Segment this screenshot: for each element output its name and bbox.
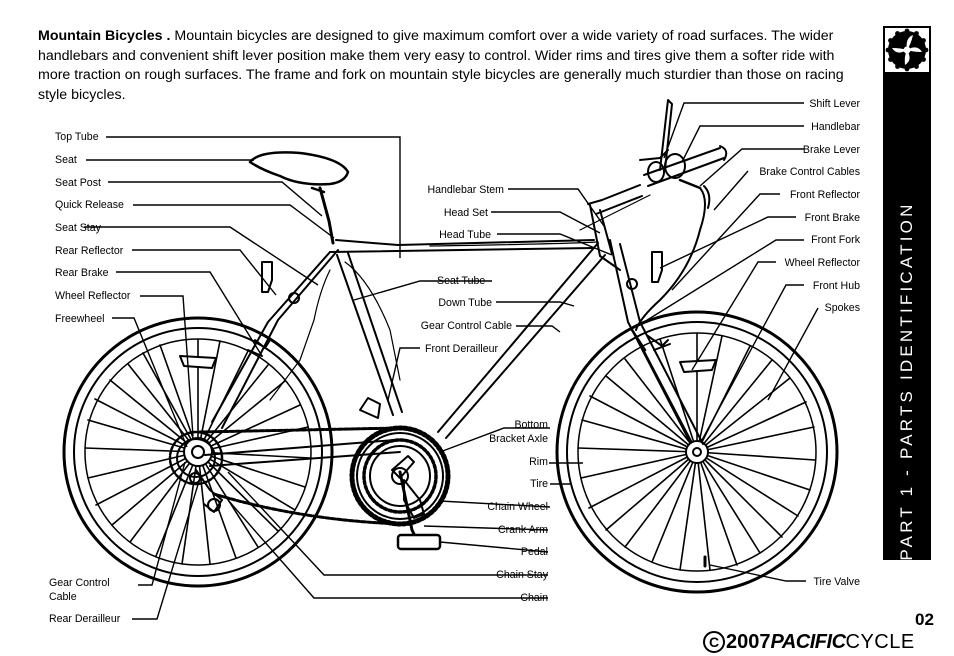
- label-rear-reflector: Rear Reflector: [55, 245, 124, 257]
- label-down-tube: Down Tube: [438, 297, 492, 309]
- chain: [198, 426, 402, 526]
- label-front-derailleur: Front Derailleur: [425, 343, 499, 355]
- brand-logo-bold: PACIFIC: [770, 631, 847, 653]
- section-title: PART 1 - PARTS IDENTIFICATION: [897, 201, 916, 561]
- label-top-tube: Top Tube: [55, 131, 99, 143]
- label-front-brake: Front Brake: [804, 212, 860, 224]
- label-front-reflector: Front Reflector: [789, 189, 860, 201]
- label-chain: Chain: [520, 592, 548, 604]
- label-seat-stay: Seat Stay: [55, 222, 101, 234]
- section-sidebar: PART 1 - PARTS IDENTIFICATION: [883, 26, 931, 561]
- frame: [204, 184, 704, 467]
- label-chain-wheel: Chain Wheel: [487, 501, 548, 513]
- label-wheel-reflector-rear: Wheel Reflector: [55, 290, 131, 302]
- label-seat-post: Seat Post: [55, 177, 101, 189]
- label-pedal: Pedal: [520, 546, 548, 558]
- label-rear-brake: Rear Brake: [55, 267, 109, 279]
- page-number: 02: [915, 610, 934, 629]
- label-quick-release: Quick Release: [55, 199, 124, 211]
- cables: [269, 194, 651, 401]
- label-gear-control-cable-rear-2: Cable: [49, 591, 77, 603]
- intro-body: Mountain bicycles are designed to give m…: [38, 28, 844, 103]
- label-tire-rear: Tire: [530, 478, 548, 490]
- label-spokes: Spokes: [824, 302, 860, 314]
- footer-year: 2007: [726, 631, 771, 653]
- label-wheel-reflector-front: Wheel Reflector: [784, 257, 860, 269]
- label-front-hub: Front Hub: [812, 280, 860, 292]
- label-handlebar: Handlebar: [811, 121, 860, 133]
- label-shift-lever: Shift Lever: [809, 98, 860, 110]
- label-front-fork: Front Fork: [811, 234, 860, 246]
- label-brake-lever: Brake Lever: [802, 144, 860, 156]
- intro-heading: Mountain Bicycles .: [38, 28, 171, 44]
- label-bottom-bracket: Bottom: [514, 419, 548, 431]
- label-gear-control-cable-rear: Gear Control: [49, 577, 110, 589]
- copyright-icon: C: [703, 631, 725, 653]
- label-rim: Rim: [529, 456, 548, 468]
- gear-wheel-icon: [885, 28, 929, 72]
- label-brake-control-cables: Brake Control Cables: [759, 166, 860, 178]
- intro-paragraph: Mountain Bicycles . Mountain bicycles ar…: [38, 27, 868, 105]
- seat: [248, 151, 350, 194]
- brand-logo-light: CYCLE: [845, 631, 915, 653]
- label-freewheel: Freewheel: [55, 313, 105, 325]
- leader-lines: [84, 102, 819, 620]
- label-handlebar-stem: Handlebar Stem: [427, 184, 504, 196]
- rear-brake: [247, 261, 300, 357]
- label-crank-arm: Crank Arm: [497, 524, 548, 536]
- label-bottom-bracket-2: Bracket Axle: [489, 433, 548, 445]
- label-head-tube: Head Tube: [439, 229, 491, 241]
- front-wheel: [555, 310, 839, 594]
- handlebar-assembly: [635, 99, 728, 331]
- label-rear-derailleur: Rear Derailleur: [49, 613, 121, 625]
- label-tire-valve: Tire Valve: [813, 576, 860, 588]
- rear-derailleur: [189, 469, 223, 513]
- label-gear-control-cable-front: Gear Control Cable: [420, 320, 512, 332]
- label-chain-stay: Chain Stay: [496, 569, 548, 581]
- label-seat: Seat: [55, 154, 77, 166]
- label-head-set: Head Set: [443, 207, 488, 219]
- rear-wheel: [62, 316, 334, 588]
- front-brake: [626, 251, 671, 351]
- label-seat-tube: Seat Tube: [437, 275, 486, 287]
